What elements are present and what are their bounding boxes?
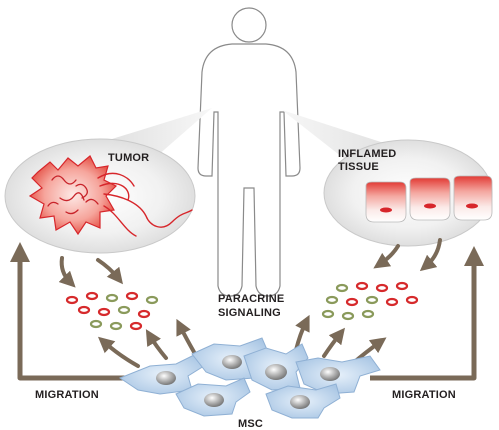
paracrine-arrow	[145, 329, 168, 360]
human-figure	[197, 7, 301, 297]
tissue-cell	[409, 177, 451, 221]
msc-cluster	[118, 337, 381, 419]
migration-label-left: MIGRATION	[35, 389, 99, 401]
tumor-signal-arrow	[58, 256, 76, 288]
msc-label: MSC	[238, 418, 263, 430]
migration-arrow-left	[10, 242, 128, 381]
paracrine-factors-right	[321, 281, 419, 321]
inflamed-label-line1: INFLAMED	[338, 148, 396, 160]
tissue-signal-arrow	[419, 238, 442, 272]
paracrine-factors-left	[65, 291, 159, 331]
paracrine-arrow	[176, 318, 196, 354]
inflamed-tissue-illustration	[365, 175, 493, 223]
migration-arrow-right	[370, 246, 484, 381]
migration-label-right: MIGRATION	[392, 389, 456, 401]
human-head	[231, 7, 267, 43]
tissue-signal-arrow	[373, 244, 400, 269]
paracrine-arrow	[322, 327, 345, 358]
tissue-cell	[365, 181, 407, 223]
tumor-illustration	[28, 155, 193, 237]
msc-cell	[295, 355, 381, 395]
paracrine-label-line1: PARACRINE	[218, 293, 284, 305]
msc-cell	[118, 353, 205, 395]
paracrine-arrow	[97, 336, 140, 368]
msc-cell	[175, 377, 251, 417]
paracrine-label-line2: SIGNALING	[218, 307, 281, 319]
tissue-cell	[453, 175, 493, 221]
tumor-signal-arrow	[96, 258, 123, 285]
msc-cell	[265, 383, 341, 419]
migration-paths	[10, 242, 484, 381]
inflamed-label-line2: TISSUE	[338, 161, 379, 173]
human-body	[197, 43, 301, 297]
tumor-label: TUMOR	[108, 152, 149, 164]
